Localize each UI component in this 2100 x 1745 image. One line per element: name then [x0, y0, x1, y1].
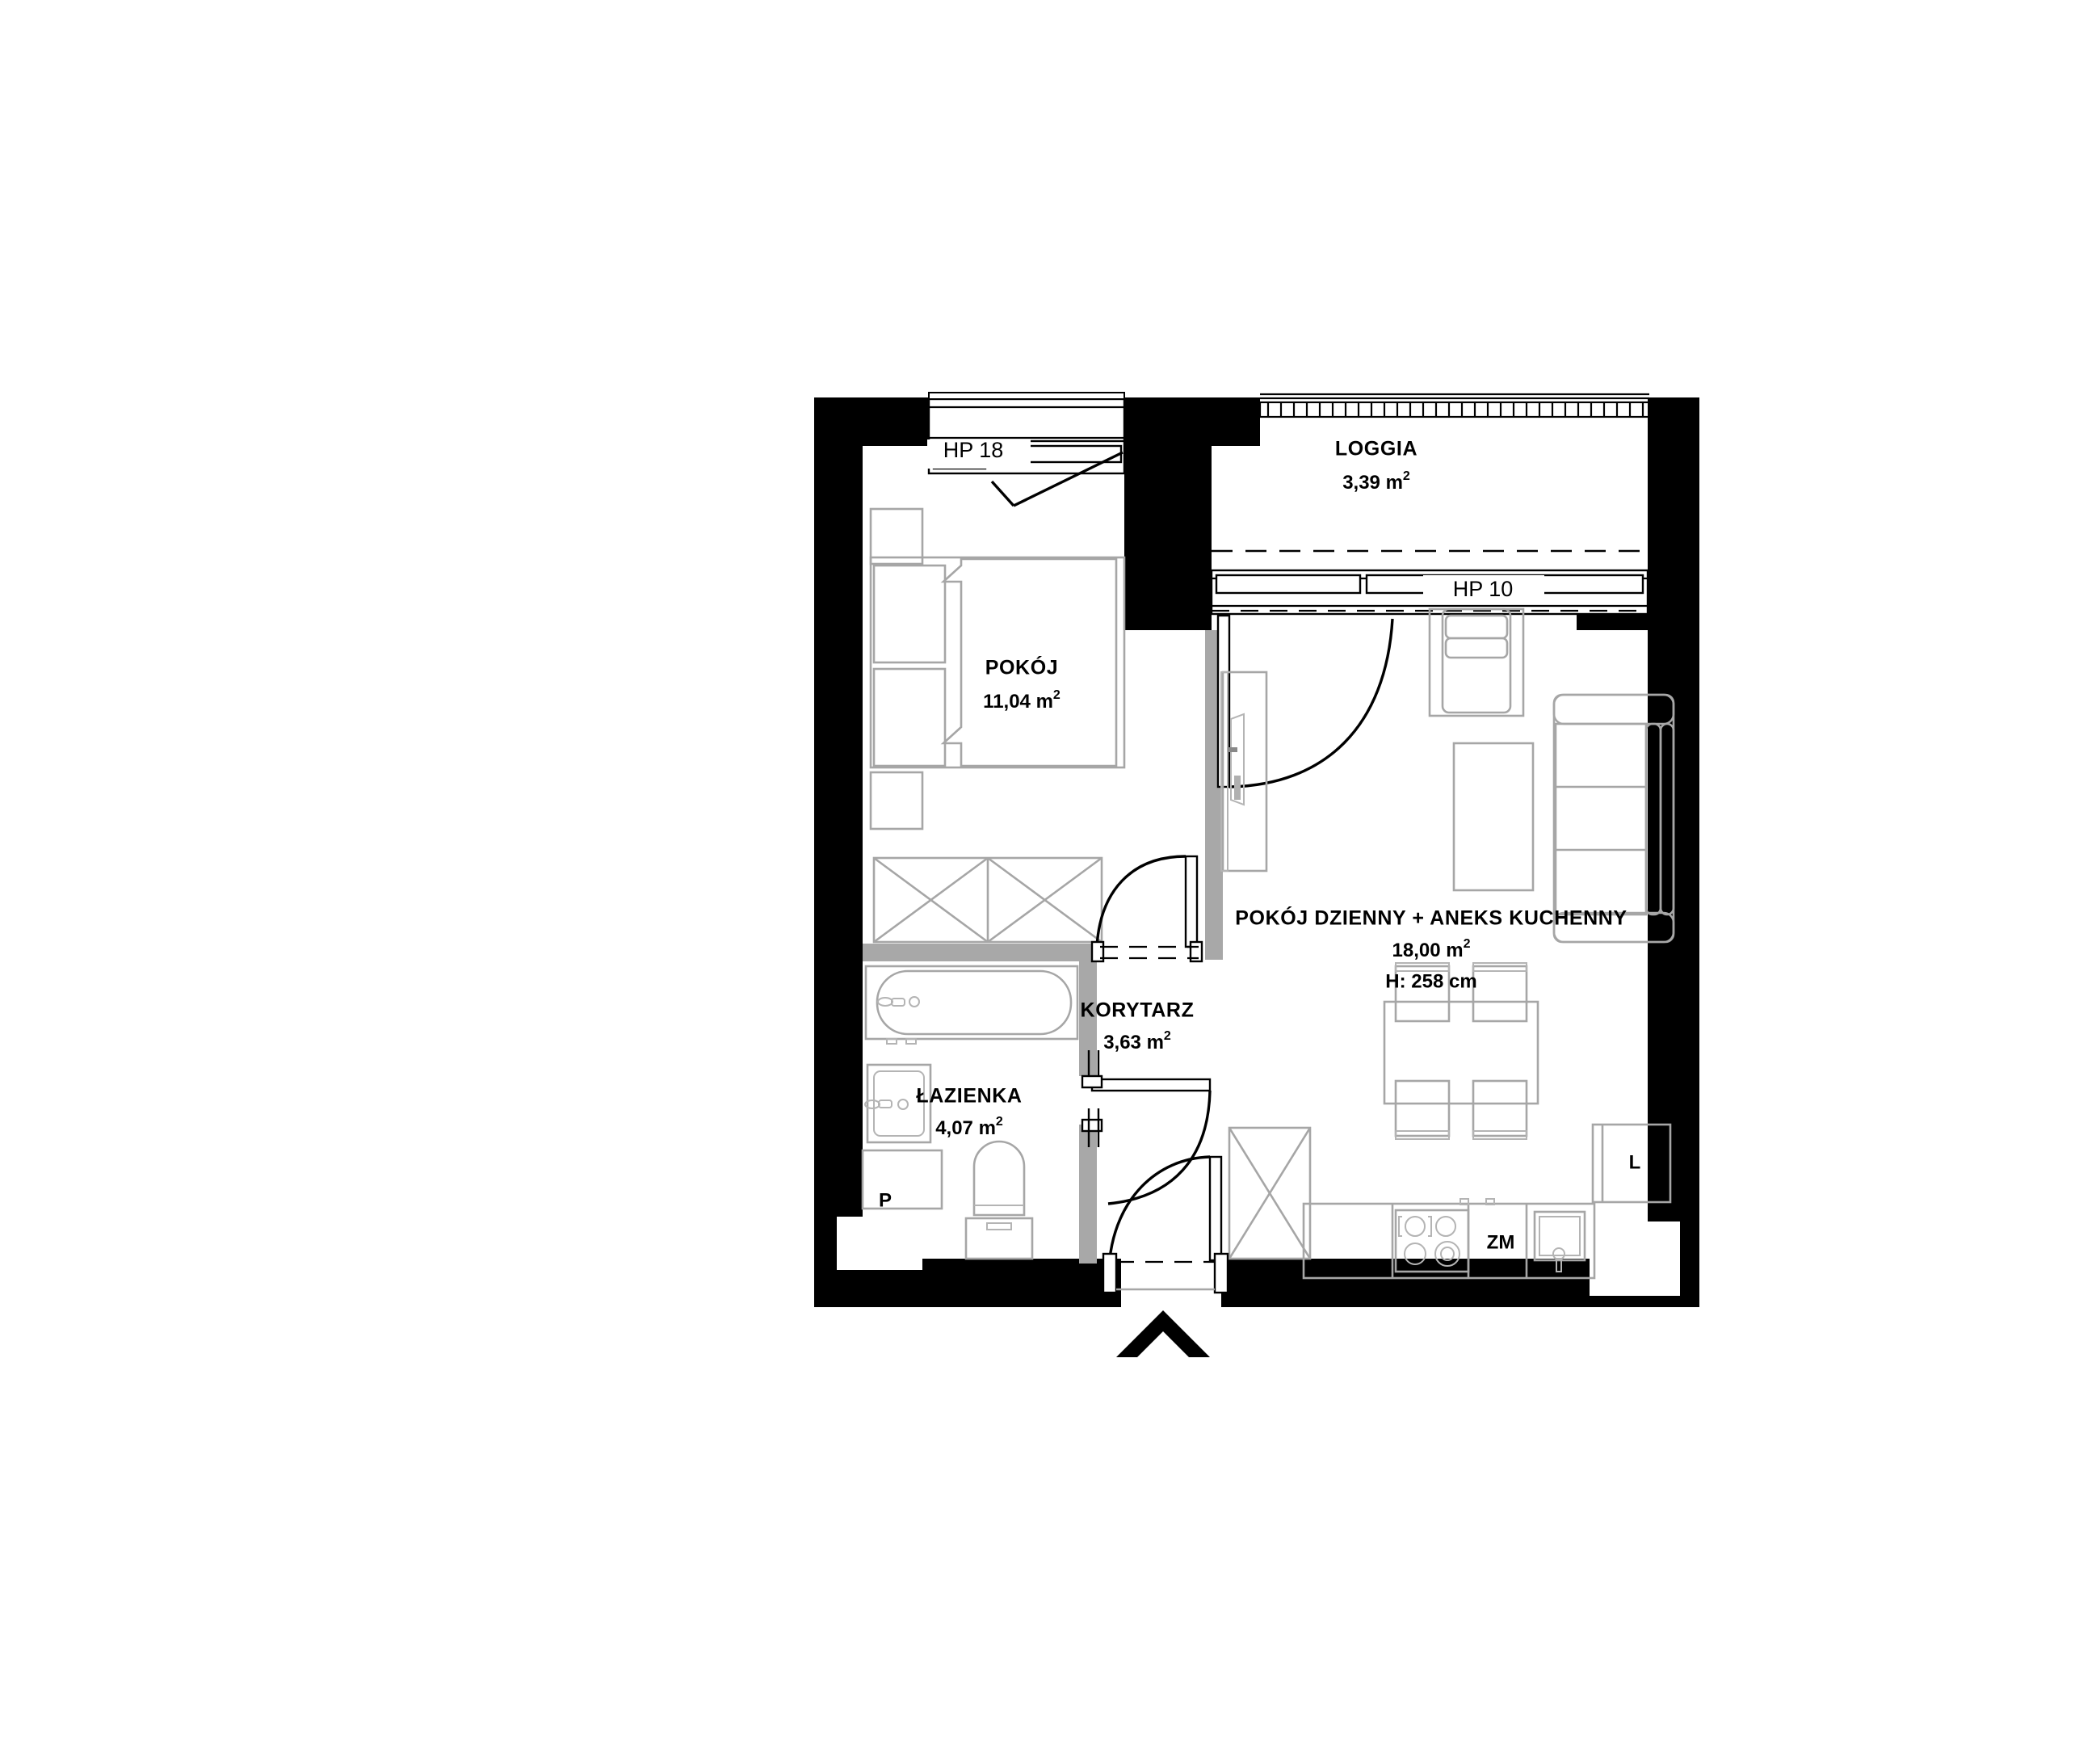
bathroom-fixtures [861, 965, 1079, 1260]
room-area-lazienka: 4,07 m2 [935, 1115, 1003, 1139]
room-name-pokoj: POKÓJ [985, 655, 1059, 679]
door-bathroom[interactable] [1081, 1074, 1212, 1205]
appliance-label-washer: P [879, 1189, 892, 1211]
room-floors [863, 404, 1648, 1259]
door-entrance[interactable] [1102, 1155, 1229, 1357]
room-labels: POKÓJ 11,04 m2 LOGGIA 3,39 m2 POKÓJ DZIE… [916, 438, 1627, 1140]
window-hp18[interactable]: HP 18 [927, 392, 1126, 507]
room-name-korytarz: KORYTARZ [1081, 999, 1195, 1022]
room-height-salon: H: 258 cm [1385, 970, 1476, 992]
appliance-labels: P ZM L [879, 1151, 1640, 1253]
exterior-walls [814, 397, 1699, 1307]
bedroom-furniture [869, 507, 1126, 830]
room-area-salon: 18,00 m2 [1392, 937, 1471, 961]
room-name-salon: POKÓJ DZIENNY + ANEKS KUCHENNY [1235, 906, 1627, 930]
room-name-lazienka: ŁAZIENKA [916, 1085, 1022, 1108]
room-name-loggia: LOGGIA [1335, 438, 1418, 460]
room-area-korytarz: 3,63 m2 [1103, 1029, 1171, 1053]
kitchen-units [1228, 1123, 1672, 1280]
window-label-hp10: HP 10 [1453, 577, 1514, 601]
appliance-label-dishwasher: ZM [1487, 1231, 1515, 1253]
living-room-furniture [1220, 608, 1675, 1140]
door-hinge-ticks [1087, 1050, 1100, 1147]
window-label-hp18: HP 18 [943, 438, 1004, 462]
wardrobe-corridor [872, 856, 1103, 944]
door-bedroom[interactable] [1090, 855, 1203, 963]
appliance-label-fridge: L [1629, 1151, 1641, 1173]
room-area-pokoj: 11,04 m2 [983, 688, 1060, 713]
room-area-loggia: 3,39 m2 [1342, 469, 1410, 494]
loggia-railing [1258, 393, 1651, 418]
